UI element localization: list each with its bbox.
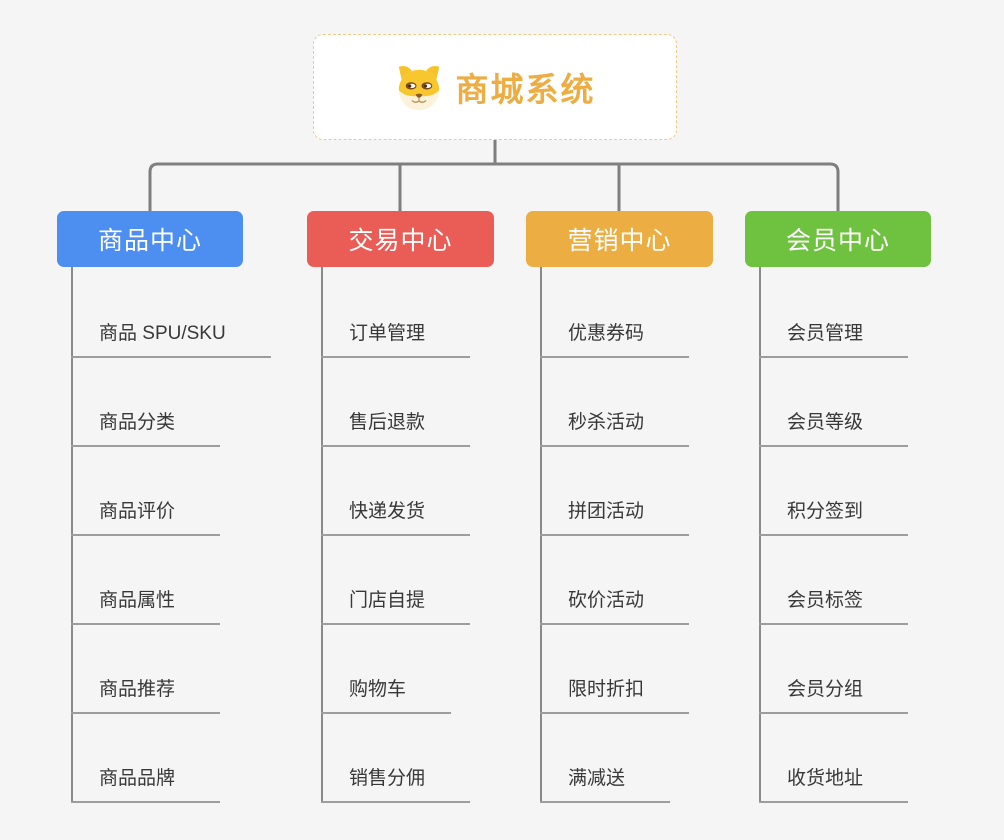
leaf-node[interactable]: 限时折扣 [540, 676, 690, 714]
leaf-node[interactable]: 售后退款 [321, 409, 471, 447]
branch-label: 交易中心 [348, 227, 453, 255]
leaf-node[interactable]: 收货地址 [759, 765, 909, 803]
leaf-node[interactable]: 会员等级 [759, 409, 909, 447]
leaf-node[interactable]: 满减送 [540, 765, 671, 803]
leaf-node[interactable]: 优惠券码 [540, 320, 690, 358]
leaf-node[interactable]: 砍价活动 [540, 587, 690, 625]
leaf-node[interactable]: 会员管理 [759, 320, 909, 358]
dog-face-icon [395, 63, 443, 111]
leaf-node[interactable]: 秒杀活动 [540, 409, 690, 447]
branch-node-product-center[interactable]: 商品中心 [57, 211, 243, 267]
leaf-node[interactable]: 商品评价 [71, 498, 221, 536]
branch-label: 营销中心 [567, 227, 672, 255]
leaf-node[interactable]: 门店自提 [321, 587, 471, 625]
leaf-node[interactable]: 快递发货 [321, 498, 471, 536]
root-title: 商城系统 [455, 71, 596, 108]
leaf-node[interactable]: 拼团活动 [540, 498, 690, 536]
leaf-node[interactable]: 商品分类 [71, 409, 221, 447]
branch-node-member-center[interactable]: 会员中心 [745, 211, 931, 267]
root-node[interactable]: 商城系统 [313, 34, 677, 140]
leaf-node[interactable]: 商品属性 [71, 587, 221, 625]
branch-node-trade-center[interactable]: 交易中心 [307, 211, 494, 267]
leaf-node[interactable]: 商品推荐 [71, 676, 221, 714]
leaf-node[interactable]: 商品品牌 [71, 765, 221, 803]
leaf-node[interactable]: 会员标签 [759, 587, 909, 625]
branch-label: 会员中心 [785, 227, 890, 255]
leaf-node[interactable]: 销售分佣 [321, 765, 471, 803]
branch-node-marketing-center[interactable]: 营销中心 [526, 211, 713, 267]
branch-label: 商品中心 [97, 227, 202, 255]
leaf-node[interactable]: 商品 SPU/SKU [71, 320, 271, 358]
leaf-node[interactable]: 积分签到 [759, 498, 909, 536]
leaf-node[interactable]: 订单管理 [321, 320, 471, 358]
leaf-node[interactable]: 购物车 [321, 676, 452, 714]
leaf-node[interactable]: 会员分组 [759, 676, 909, 714]
